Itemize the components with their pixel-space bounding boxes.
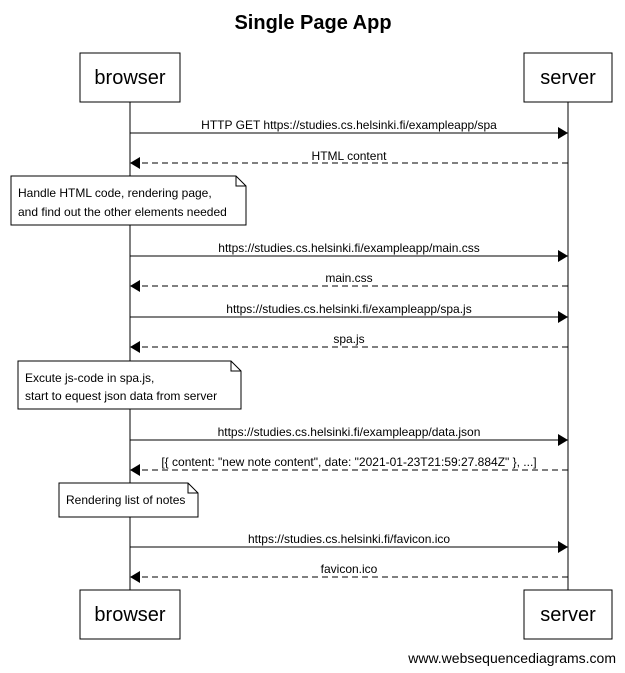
note-fold	[235, 176, 246, 187]
message-response-html: HTML content	[130, 149, 568, 169]
message-label: HTML content	[312, 149, 388, 163]
message-label: spa.js	[333, 332, 364, 346]
actor-server-bottom: server	[523, 589, 613, 640]
note-execute-js: Excute js-code in spa.js, start to eques…	[17, 360, 242, 410]
note-line: Handle HTML code, rendering page,	[18, 186, 212, 200]
actor-server-top: server	[523, 52, 613, 103]
message-request-main-css: https://studies.cs.helsinki.fi/exampleap…	[130, 241, 568, 262]
message-response-main-css: main.css	[130, 271, 568, 292]
note-line: Rendering list of notes	[66, 493, 185, 507]
note-box	[58, 482, 199, 518]
note-fold	[230, 361, 241, 372]
note-rendering-notes: Rendering list of notes	[58, 482, 199, 518]
message-label: favicon.ico	[321, 562, 378, 576]
message-request-data-json: https://studies.cs.helsinki.fi/exampleap…	[130, 425, 568, 446]
diagram-title: Single Page App	[234, 12, 391, 34]
actor-browser-top: browser	[79, 52, 181, 103]
message-response-favicon: favicon.ico	[130, 562, 568, 583]
message-label: https://studies.cs.helsinki.fi/exampleap…	[218, 425, 481, 439]
message-label: https://studies.cs.helsinki.fi/exampleap…	[226, 302, 471, 316]
note-box	[10, 175, 247, 226]
actor-server-label: server	[540, 67, 596, 89]
message-label: main.css	[325, 271, 372, 285]
note-line: start to equest json data from server	[25, 389, 217, 403]
actor-browser-bottom: browser	[79, 589, 181, 640]
note-line: Excute js-code in spa.js,	[25, 371, 154, 385]
actor-browser-label: browser	[94, 604, 165, 626]
message-label: https://studies.cs.helsinki.fi/favicon.i…	[248, 532, 450, 546]
note-fold	[187, 483, 198, 494]
note-line: and find out the other elements needed	[18, 205, 227, 219]
message-request-spa: HTTP GET https://studies.cs.helsinki.fi/…	[130, 118, 568, 139]
message-label: https://studies.cs.helsinki.fi/exampleap…	[218, 241, 479, 255]
actor-browser-label: browser	[94, 67, 165, 89]
message-label: HTTP GET https://studies.cs.helsinki.fi/…	[201, 118, 497, 132]
note-handle-html: Handle HTML code, rendering page, and fi…	[10, 175, 247, 226]
message-request-spa-js: https://studies.cs.helsinki.fi/exampleap…	[130, 302, 568, 323]
message-request-favicon: https://studies.cs.helsinki.fi/favicon.i…	[130, 532, 568, 553]
watermark-text: www.websequencediagrams.com	[407, 650, 616, 666]
note-box	[17, 360, 242, 410]
message-response-data-json: [{ content: "new note content", date: "2…	[130, 455, 568, 476]
actor-server-label: server	[540, 604, 596, 626]
message-response-spa-js: spa.js	[130, 332, 568, 353]
message-label: [{ content: "new note content", date: "2…	[161, 455, 536, 469]
